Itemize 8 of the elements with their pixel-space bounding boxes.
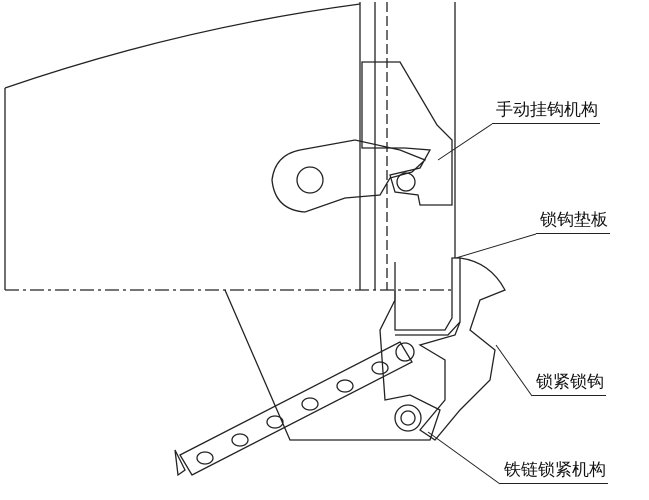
leader-line	[496, 344, 532, 396]
leader-line	[428, 432, 500, 484]
leader-line	[456, 234, 536, 258]
part-label: 锁紧锁钩	[532, 372, 606, 396]
part-label: 铁链锁紧机构	[500, 460, 608, 484]
part-label: 手动挂钩机构	[492, 100, 600, 124]
part-label: 锁钩垫板	[536, 210, 610, 234]
leader-line	[438, 124, 492, 160]
